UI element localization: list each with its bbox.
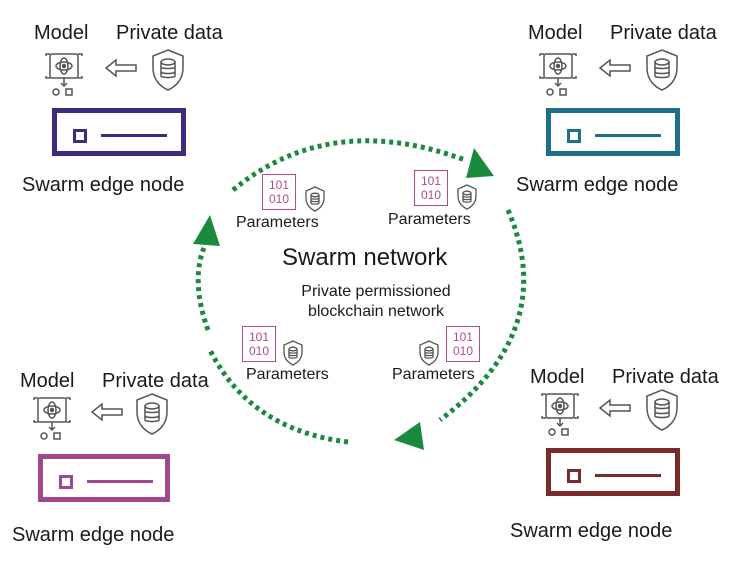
swarm-network-title: Swarm network [282,244,448,271]
database-shield-icon [136,393,168,435]
model-label: Model [528,22,583,44]
private-data-label: Private data [612,366,719,388]
network-subtitle-line2: blockchain network [307,303,445,320]
cycle-arc-bottom [207,348,349,445]
binary-icon: 101 010 [414,170,448,206]
edge-node-label: Swarm edge node [12,524,175,546]
binary-icon: 101 010 [446,326,480,362]
model-label: Model [20,370,75,392]
shield-icon [305,186,325,212]
parameters-label: Parameters [236,214,319,231]
shield-icon [419,340,439,366]
database-shield-icon [152,49,184,91]
parameters-label: Parameters [392,366,475,383]
model-icon [33,397,71,440]
shield-icon [283,340,303,366]
private-data-label: Private data [102,370,209,392]
parameters-label: Parameters [246,366,329,383]
edge-node-label: Swarm edge node [516,174,679,196]
private-data-label: Private data [116,22,223,44]
edge-node-box [546,448,680,496]
edge-node-box [52,108,186,156]
network-subtitle-line1: Private permissioned [301,283,451,300]
network-subtitle: Private permissioned blockchain network [276,282,476,322]
edge-node-box [546,108,680,156]
database-shield-icon [646,49,678,91]
edge-node-box [38,454,170,502]
binary-icon: 101 010 [242,326,276,362]
binary-icon: 101 010 [262,174,296,210]
model-label: Model [34,22,89,44]
cycle-arrowhead-top-right [466,148,494,178]
model-label: Model [530,366,585,388]
arrow-left-icon [104,58,137,78]
cycle-arc-right [438,209,527,422]
edge-node-label: Swarm edge node [22,174,185,196]
arrow-left-icon [90,402,123,422]
edge-node-label: Swarm edge node [510,520,673,542]
database-shield-icon [646,389,678,431]
cycle-arrowhead-bottom [394,422,424,450]
cycle-arc-left [195,244,211,331]
shield-icon [457,184,477,210]
cycle-arc-top [231,138,466,192]
model-icon [539,53,577,96]
arrow-left-icon [598,398,631,418]
private-data-label: Private data [610,22,717,44]
arrow-left-icon [598,58,631,78]
cycle-arrowhead-left [193,215,220,246]
model-icon [45,53,83,96]
model-icon [541,393,579,436]
parameters-label: Parameters [388,211,471,228]
